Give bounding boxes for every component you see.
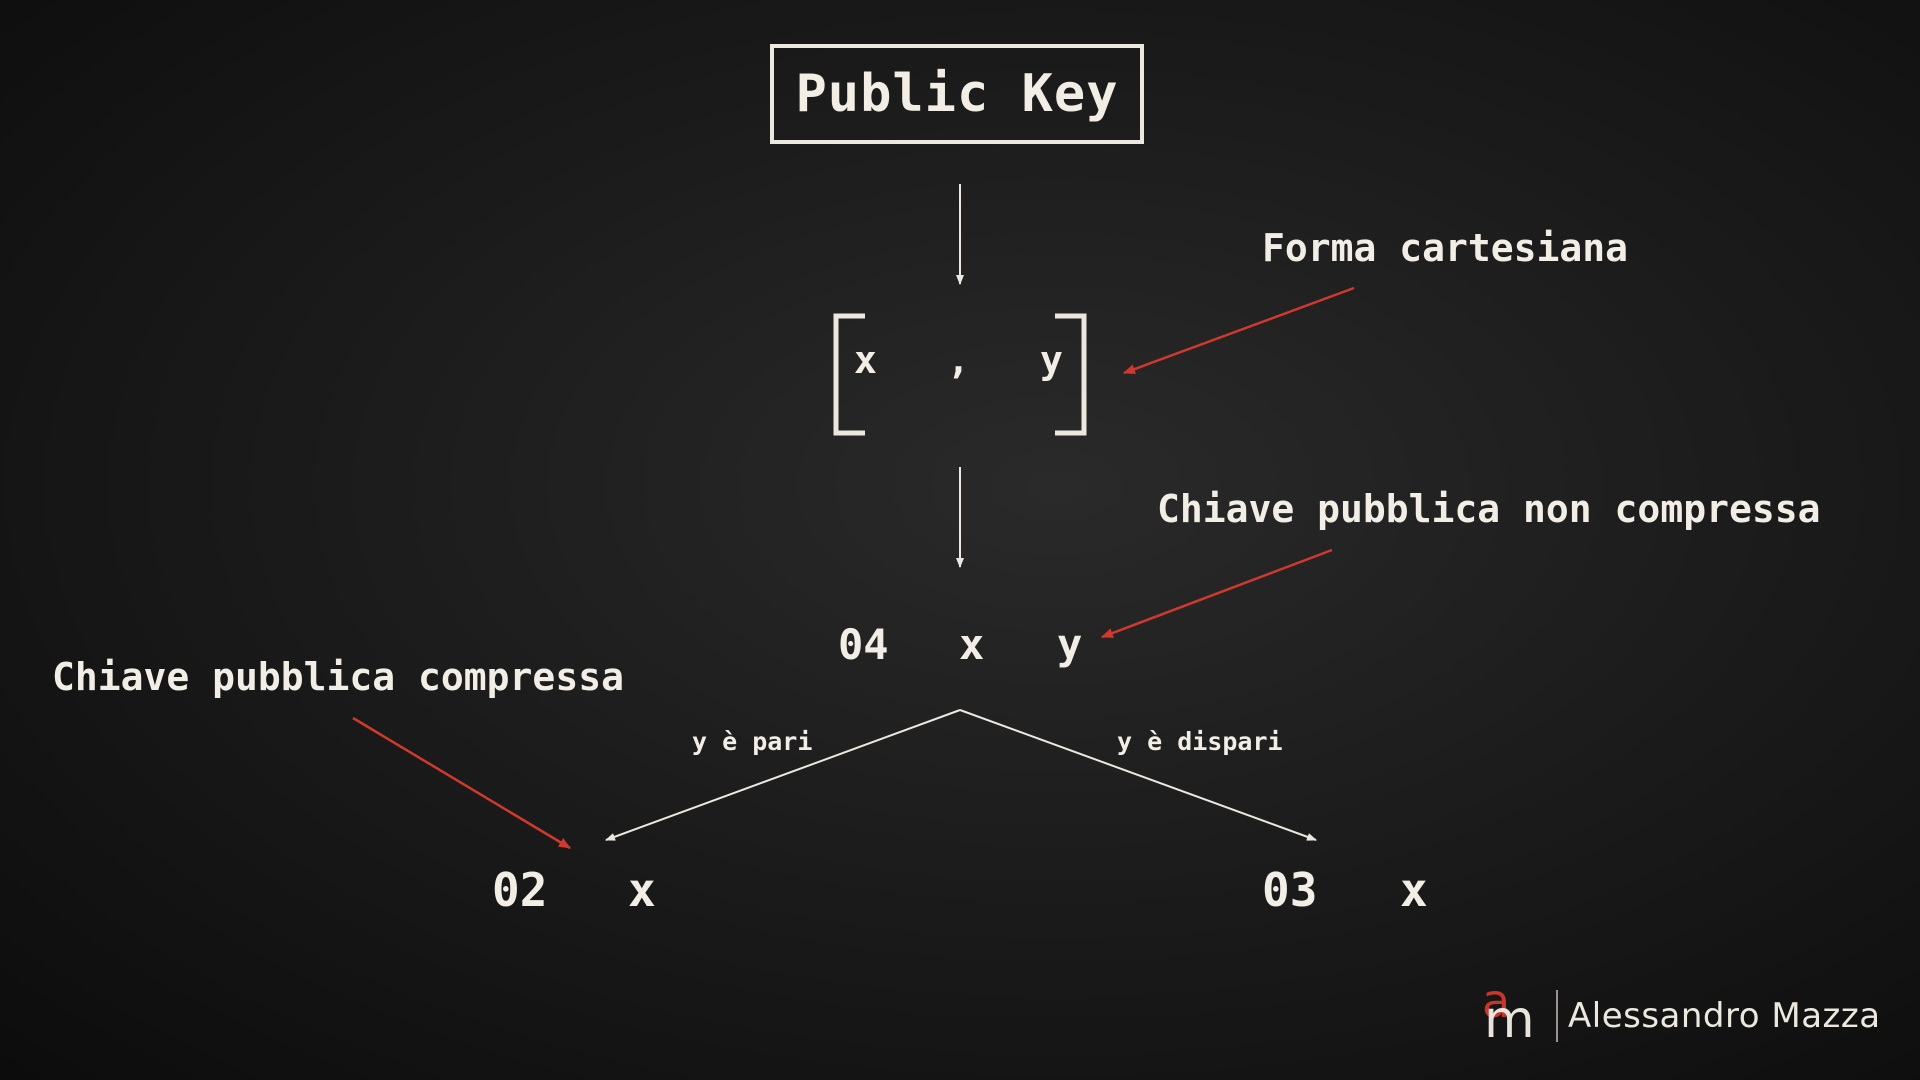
bracket-right <box>1055 313 1087 436</box>
arrow-branch-left <box>605 709 961 841</box>
condition-even: y è pari <box>692 727 813 756</box>
uncompressed-y: y <box>1057 620 1083 669</box>
cartesian-x: x <box>854 338 877 382</box>
logo-mark-a: a <box>1482 974 1511 1028</box>
page-title: Public Key <box>795 64 1119 124</box>
uncompressed-prefix: 04 <box>838 620 889 669</box>
annotation-compressed-key: Chiave pubblica compressa <box>52 655 624 699</box>
compressed-odd-x: x <box>1400 863 1428 917</box>
annotation-cartesian-form: Forma cartesiana <box>1262 226 1629 270</box>
author-logo: a m Alessandro Mazza <box>1480 974 1881 1050</box>
cartesian-y: y <box>1040 338 1063 382</box>
compressed-even-x: x <box>628 863 656 917</box>
cartesian-comma: , <box>947 338 970 382</box>
arrow-branch-right <box>959 709 1317 841</box>
annotation-arrow-cartesian <box>1123 286 1355 375</box>
logo-divider <box>1556 990 1558 1042</box>
annotation-arrow-uncompressed <box>1101 548 1333 639</box>
logo-mark-icon: a m <box>1480 974 1552 1050</box>
condition-odd: y è dispari <box>1117 727 1283 756</box>
uncompressed-x: x <box>959 620 985 669</box>
annotation-uncompressed-key: Chiave pubblica non compressa <box>1157 487 1821 531</box>
author-name: Alessandro Mazza <box>1568 996 1881 1036</box>
compressed-even-prefix: 02 <box>492 863 548 917</box>
public-key-box: Public Key <box>770 44 1144 144</box>
logo-mark-m: m <box>1484 990 1535 1050</box>
annotation-arrow-compressed <box>352 716 571 850</box>
bracket-left <box>833 313 865 436</box>
compressed-odd-prefix: 03 <box>1262 863 1318 917</box>
